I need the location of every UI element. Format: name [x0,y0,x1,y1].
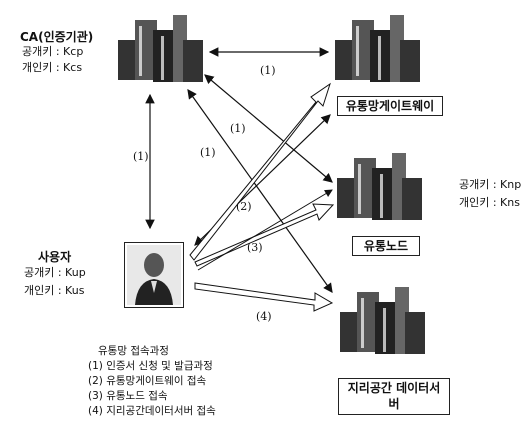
arrow-label-node-step: (3) [247,241,263,254]
process-list: 유통망 접속과정 (1) 인증서 신청 및 발급과정 (2) 유통망게이트웨이 … [88,344,216,419]
ca-building-icon [113,10,208,85]
process-step: (2) 유통망게이트웨이 접속 [88,374,216,389]
ca-public-key: 공개키 : Kcp [22,45,83,59]
node-private-key: 개인키 : Kns [459,196,520,210]
geo-server-label-line1: 지리공간 데이터서 [339,380,449,396]
user-private-key: 개인키 : Kus [24,284,84,298]
ca-title: CA(인증기관) [20,30,93,44]
user-title: 사용자 [38,250,71,264]
arrow-label-ca-geo: (1) [200,146,216,159]
node-label: 유통노드 [352,236,420,256]
hollow-arrow-to-geo [195,283,332,311]
user-public-key: 공개키 : Kup [24,266,86,280]
person-icon [125,243,183,307]
process-step: (3) 유통노드 접속 [88,389,216,404]
process-title: 유통망 접속과정 [98,344,216,359]
arrow-ca-node [205,75,332,182]
ca-private-key: 개인키 : Kcs [22,61,82,75]
user-photo [124,242,184,308]
arrow-label-gateway-step: (2) [236,200,252,213]
node-building-icon [332,148,427,223]
hollow-arrow-to-node [195,204,333,266]
arrow-label-geo-step: (4) [256,310,272,323]
geo-server-label: 지리공간 데이터서 버 [338,378,450,415]
gateway-building-icon [330,10,425,85]
arrow-ca-geo [188,90,332,292]
process-step: (1) 인증서 신청 및 발급과정 [88,359,216,374]
arrow-label-ca-user: (1) [133,150,149,163]
gateway-label: 유통망게이트웨이 [337,96,443,116]
arrow-user-node-thin [198,190,332,270]
process-step: (4) 지리공간데이터서버 접속 [88,404,216,419]
node-public-key: 공개키 : Knp [459,178,521,192]
geo-server-label-line2: 버 [339,396,449,412]
arrow-label-ca-node: (1) [230,122,246,135]
geo-server-building-icon [335,282,430,357]
arrow-label-ca-gateway: (1) [260,64,276,77]
